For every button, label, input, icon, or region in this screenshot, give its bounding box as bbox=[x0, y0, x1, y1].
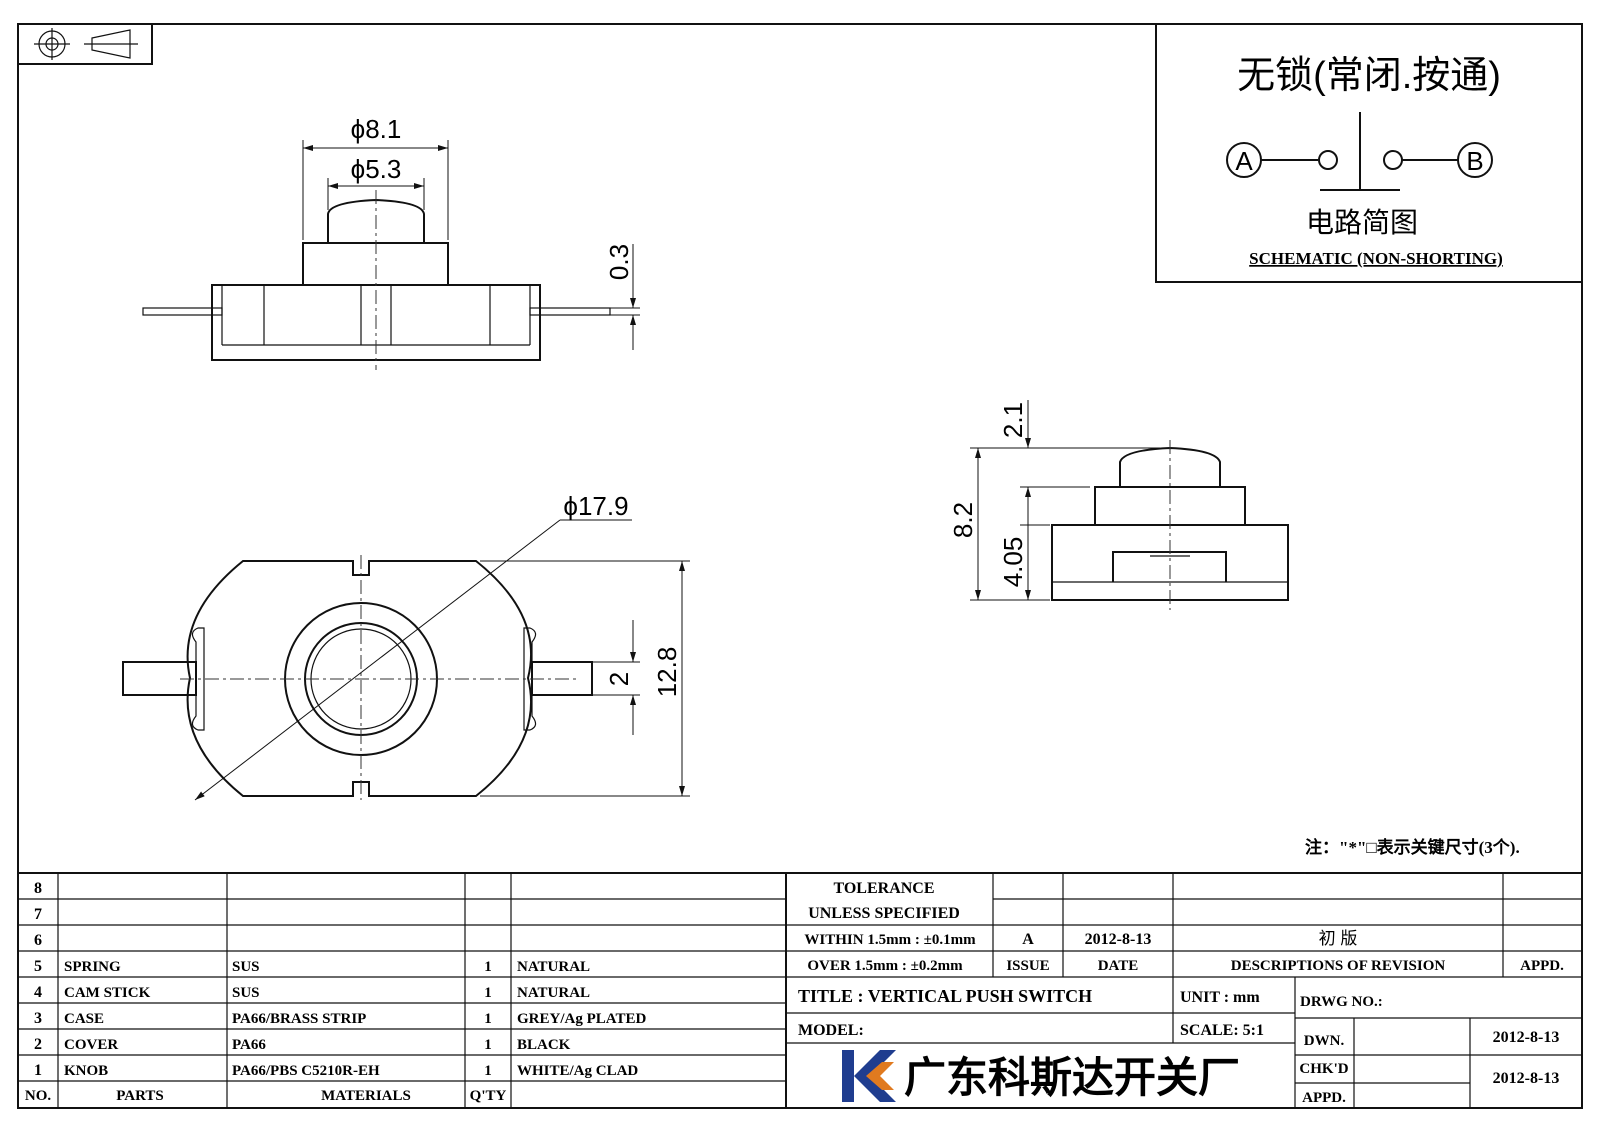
schematic-subtitle-en: SCHEMATIC (NON-SHORTING) bbox=[1249, 249, 1503, 268]
company-name: 广东科斯达开关厂 bbox=[904, 1054, 1240, 1101]
company-logo-icon bbox=[842, 1050, 896, 1102]
date-label: DATE bbox=[1098, 958, 1139, 974]
bom-row: 2 COVER PA66 1 BLACK bbox=[34, 1036, 571, 1053]
dim-base-height: 4.05 bbox=[998, 537, 1028, 588]
tolerance-unless: UNLESS SPECIFIED bbox=[808, 905, 960, 922]
svg-text:2: 2 bbox=[34, 1036, 42, 1053]
tolerance-within: WITHIN 1.5mm : ±0.1mm bbox=[804, 932, 976, 948]
revision-description: 初 版 bbox=[1319, 929, 1358, 948]
svg-text:SUS: SUS bbox=[232, 985, 260, 1001]
svg-text:SPRING: SPRING bbox=[64, 959, 121, 975]
svg-text:PA66: PA66 bbox=[232, 1037, 266, 1053]
dim-knob-outer: ϕ8.1 bbox=[351, 114, 402, 144]
dim-body-width: 12.8 bbox=[652, 647, 682, 698]
svg-text:CASE: CASE bbox=[64, 1011, 104, 1027]
bom-header-no: NO. bbox=[25, 1088, 52, 1104]
svg-text:NATURAL: NATURAL bbox=[517, 985, 590, 1001]
approved-label: APPD. bbox=[1302, 1090, 1346, 1106]
svg-text:4: 4 bbox=[34, 984, 42, 1001]
checked-date: 2012-8-13 bbox=[1493, 1070, 1560, 1087]
bom-row-8-no: 8 bbox=[34, 880, 42, 897]
checked-label: CHK'D bbox=[1299, 1061, 1348, 1077]
svg-text:KNOB: KNOB bbox=[64, 1063, 108, 1079]
terminal-a-label: A bbox=[1235, 146, 1253, 176]
svg-text:1: 1 bbox=[484, 985, 492, 1001]
key-dimension-note: 注："*"□表示关键尺寸(3个). bbox=[1305, 837, 1520, 857]
revision-date: 2012-8-13 bbox=[1085, 931, 1152, 948]
dim-knob-inner: ϕ5.3 bbox=[351, 154, 402, 184]
tolerance-over: OVER 1.5mm : ±0.2mm bbox=[807, 958, 963, 974]
side-view: 2.1 8.2 4.05 bbox=[948, 400, 1289, 610]
unit-label: UNIT : mm bbox=[1180, 989, 1260, 1006]
svg-text:CAM STICK: CAM STICK bbox=[64, 985, 151, 1001]
bom-row-6-no: 6 bbox=[34, 932, 42, 949]
issue-value: A bbox=[1022, 931, 1034, 948]
drawing-title: TITLE : VERTICAL PUSH SWITCH bbox=[798, 986, 1092, 1006]
terminal-b-label: B bbox=[1466, 146, 1483, 176]
bom-row-7-no: 7 bbox=[34, 906, 42, 923]
svg-text:1: 1 bbox=[484, 1011, 492, 1027]
dim-tab-thickness: 0.3 bbox=[604, 244, 634, 280]
drawn-date: 2012-8-13 bbox=[1493, 1029, 1560, 1046]
svg-text:SUS: SUS bbox=[232, 959, 260, 975]
bom-header-parts: PARTS bbox=[116, 1088, 164, 1104]
appd-label: APPD. bbox=[1520, 958, 1564, 974]
scale-label: SCALE: 5:1 bbox=[1180, 1022, 1264, 1039]
schematic-title: 无锁(常闭.按通) bbox=[1237, 55, 1501, 97]
front-view: ϕ8.1 ϕ5.3 0.3 bbox=[142, 114, 640, 370]
bom-table bbox=[18, 872, 1582, 1108]
bom-row: 3 CASE PA66/BRASS STRIP 1 GREY/Ag PLATED bbox=[34, 1010, 646, 1027]
bom-header-qty: Q'TY bbox=[470, 1088, 507, 1104]
svg-text:PA66/BRASS STRIP: PA66/BRASS STRIP bbox=[232, 1011, 366, 1027]
svg-text:GREY/Ag PLATED: GREY/Ag PLATED bbox=[517, 1011, 646, 1027]
svg-text:1: 1 bbox=[484, 1063, 492, 1079]
svg-text:WHITE/Ag CLAD: WHITE/Ag CLAD bbox=[517, 1063, 638, 1079]
dim-slot-width: 2 bbox=[604, 672, 634, 686]
issue-label: ISSUE bbox=[1006, 958, 1049, 974]
svg-text:3: 3 bbox=[34, 1010, 42, 1027]
bom-header-materials: MATERIALS bbox=[321, 1088, 411, 1104]
projection-symbol-icon bbox=[17, 23, 153, 65]
drawing-border bbox=[17, 23, 1583, 1109]
dim-knob-height: 2.1 bbox=[998, 402, 1028, 438]
drawn-label: DWN. bbox=[1304, 1033, 1345, 1049]
schematic-panel: 无锁(常闭.按通) A B 电路简图 SCHEMATIC (NON-SHORTI… bbox=[1155, 23, 1583, 283]
bom-row: 4 CAM STICK SUS 1 NATURAL bbox=[34, 984, 590, 1001]
dim-total-height: 8.2 bbox=[948, 502, 978, 538]
description-label: DESCRIPTIONS OF REVISION bbox=[1231, 958, 1446, 974]
svg-text:COVER: COVER bbox=[64, 1037, 118, 1053]
schematic-subtitle-cn: 电路简图 bbox=[1306, 207, 1418, 238]
svg-text:1: 1 bbox=[484, 959, 492, 975]
bom-row: 5 SPRING SUS 1 NATURAL bbox=[34, 958, 590, 975]
model-label: MODEL: bbox=[798, 1022, 864, 1039]
svg-text:5: 5 bbox=[34, 958, 42, 975]
svg-text:1: 1 bbox=[34, 1062, 42, 1079]
svg-text:BLACK: BLACK bbox=[517, 1037, 571, 1053]
svg-text:PA66/PBS C5210R-EH: PA66/PBS C5210R-EH bbox=[232, 1063, 380, 1079]
svg-text:1: 1 bbox=[484, 1037, 492, 1053]
top-view: ϕ17.9 2 12.8 bbox=[122, 491, 690, 801]
bom-row: 1 KNOB PA66/PBS C5210R-EH 1 WHITE/Ag CLA… bbox=[34, 1062, 638, 1079]
tolerance-label: TOLERANCE bbox=[833, 880, 934, 897]
dim-body-diameter: ϕ17.9 bbox=[563, 491, 628, 521]
drawing-number-label: DRWG NO.: bbox=[1300, 994, 1383, 1010]
svg-text:NATURAL: NATURAL bbox=[517, 959, 590, 975]
